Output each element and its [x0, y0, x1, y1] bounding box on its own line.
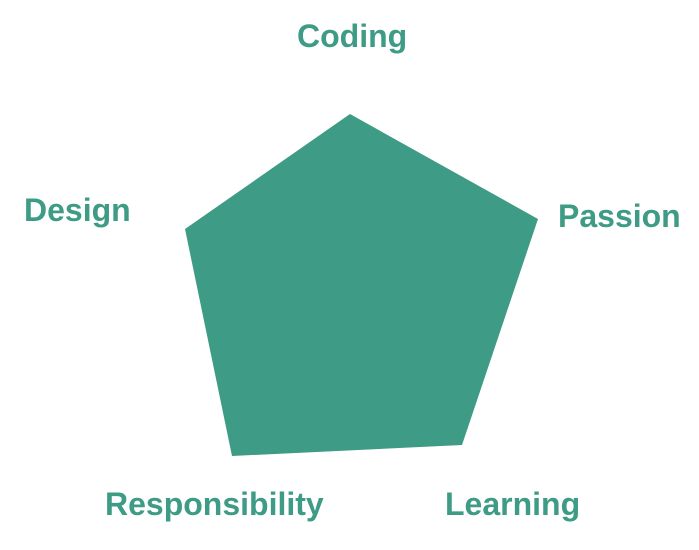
- pentagon-shape: [185, 114, 538, 456]
- label-design: Design: [24, 192, 131, 228]
- label-responsibility: Responsibility: [105, 486, 324, 522]
- label-learning: Learning: [445, 486, 581, 522]
- label-passion: Passion: [558, 198, 681, 234]
- label-coding: Coding: [297, 18, 408, 54]
